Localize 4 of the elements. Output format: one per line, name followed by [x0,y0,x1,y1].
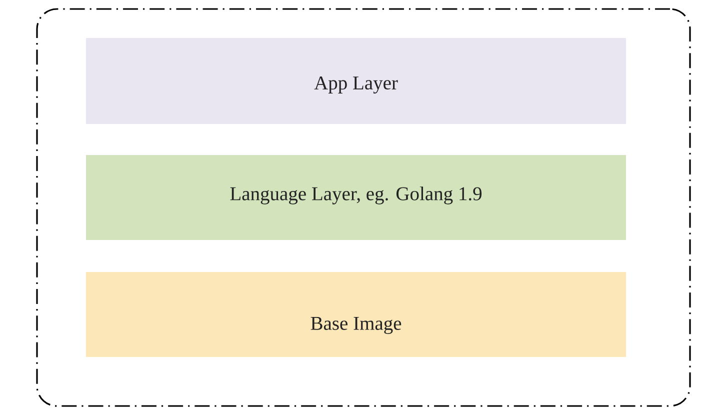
layer-box: App Layer [86,38,626,124]
layer-box: Language Layer, eg. Golang 1.9 [86,155,626,240]
rounded-frame [36,8,691,407]
layer-box: Base Image [86,272,626,357]
